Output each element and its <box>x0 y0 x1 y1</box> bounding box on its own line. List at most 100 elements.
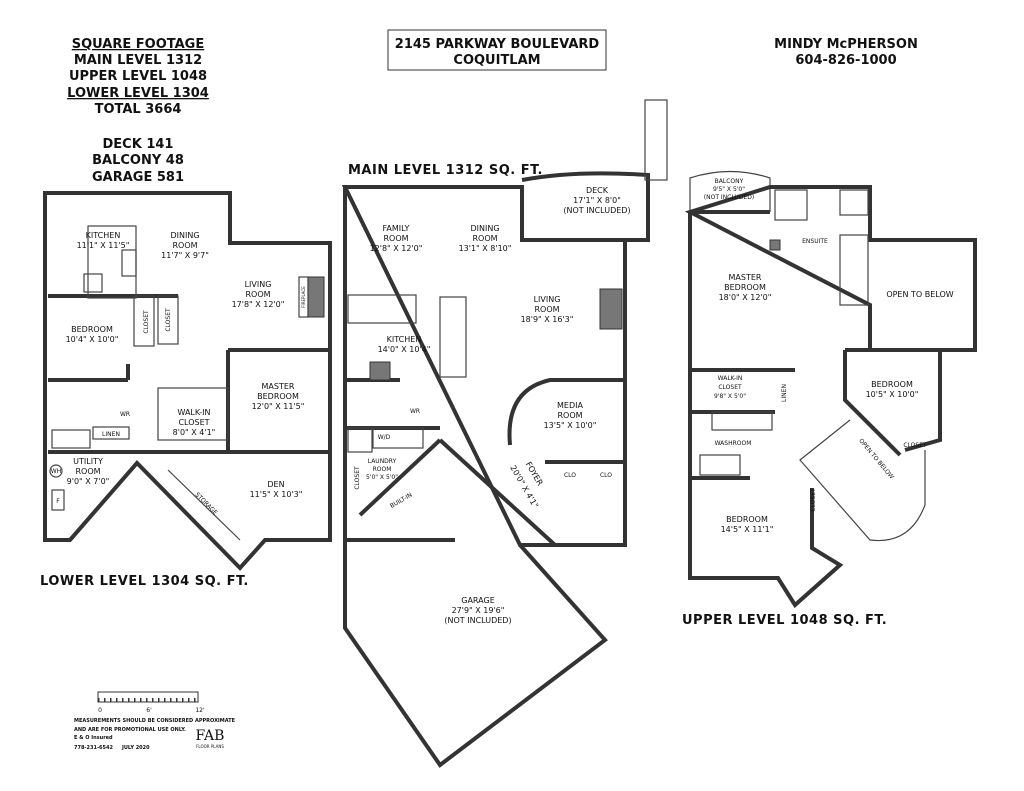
logo-subtext: FLOOR PLANS <box>196 744 224 749</box>
room-label: ROOM <box>472 234 497 243</box>
room-dims: 9'0" X 7'0" <box>67 477 110 486</box>
room-dims: 11'1" X 11'5" <box>77 241 130 250</box>
washer-dryer-label: W/D <box>378 434 391 441</box>
sqft-main: MAIN LEVEL 1312 <box>74 53 202 68</box>
room-label: WASHROOM <box>715 440 752 447</box>
room-dims: 18'9" X 16'3" <box>521 315 574 324</box>
room-dims: 9'8" X 5'0" <box>714 393 746 400</box>
room-label: CLOSET <box>718 384 742 391</box>
room-label: DEN <box>267 480 284 489</box>
closet-label: CLOSET <box>143 310 150 334</box>
closet-label: CLOSET <box>903 442 927 449</box>
room-label: OPEN TO BELOW <box>886 290 953 299</box>
water-heater-label: WH <box>51 468 61 475</box>
clo-label: CLO <box>564 472 576 479</box>
room-label: ENSUITE <box>802 238 828 245</box>
sqft-deck: DECK 141 <box>103 137 174 152</box>
room-dims: 17'8" X 12'0" <box>232 300 285 309</box>
room-label: KITCHEN <box>387 335 422 344</box>
room-label: UTILITY <box>73 457 103 466</box>
room-label: DINING <box>170 231 199 240</box>
room-label: BALCONY <box>715 178 744 185</box>
scale-label-12: 12' <box>195 707 205 714</box>
room-label: MASTER <box>729 273 762 282</box>
disclaimer-line1: MEASUREMENTS SHOULD BE CONSIDERED APPROX… <box>74 718 236 724</box>
footer-date: JULY 2020 <box>121 745 150 751</box>
room-label: LIVING <box>534 295 561 304</box>
linen-label: LINEN <box>102 431 120 438</box>
room-label: BEDROOM <box>71 325 113 334</box>
room-label: DECK <box>586 186 609 195</box>
room-note: (NOT INCLUDED) <box>704 194 754 201</box>
storage-label: STORAGE <box>193 491 218 516</box>
room-label: ROOM <box>373 466 392 473</box>
room-label: BEDROOM <box>726 515 768 524</box>
room-label: ROOM <box>534 305 559 314</box>
scale-bar: 0 6' 12' <box>97 691 205 714</box>
room-label: KITCHEN <box>86 231 121 240</box>
upper-level-title: UPPER LEVEL 1048 SQ. FT. <box>682 613 887 628</box>
room-dims: 11'7" X 9'7" <box>161 251 209 260</box>
logo-text: FAB <box>196 728 225 744</box>
fab-logo: FAB FLOOR PLANS <box>196 728 225 749</box>
disclaimer-line2: AND ARE FOR PROMOTIONAL USE ONLY. <box>74 727 186 733</box>
furnace-label: F <box>56 498 60 505</box>
scale-label-6: 6' <box>146 707 152 714</box>
wr-label: WR <box>410 408 420 415</box>
room-dims: 17'1" X 8'0" <box>573 196 621 205</box>
sqft-title: SQUARE FOOTAGE <box>72 37 205 52</box>
room-label: DINING <box>470 224 499 233</box>
room-dims: 12'8" X 12'0" <box>370 244 423 253</box>
room-dims: 9'5" X 5'0" <box>713 186 745 193</box>
room-label: WALK-IN <box>718 375 743 382</box>
room-label: WALK-IN <box>177 408 210 417</box>
main-level-plan: FAMILY ROOM 12'8" X 12'0" DINING ROOM 13… <box>341 99 668 768</box>
address-line1: 2145 PARKWAY BOULEVARD <box>395 37 600 52</box>
room-dims: 8'0" X 4'1" <box>173 428 216 437</box>
footer-phone: 778-231-6542 <box>74 745 113 751</box>
room-label: ROOM <box>245 290 270 299</box>
room-label: LIVING <box>245 280 272 289</box>
room-label: BEDROOM <box>871 380 913 389</box>
scale-label-0: 0 <box>98 707 102 714</box>
room-dims: 10'5" X 10'0" <box>866 390 919 399</box>
room-label: BEDROOM <box>257 392 299 401</box>
room-note: (NOT INCLUDED) <box>563 206 630 215</box>
sqft-total: TOTAL 3664 <box>95 102 182 117</box>
room-dims: 14'0" X 10'4" <box>378 345 431 354</box>
insured-note: E & O Insured <box>74 735 113 741</box>
square-footage-summary: SQUARE FOOTAGE MAIN LEVEL 1312 UPPER LEV… <box>67 37 209 185</box>
main-level-title: MAIN LEVEL 1312 SQ. FT. <box>348 163 543 178</box>
linen-label: LINEN <box>781 384 788 402</box>
upper-level-plan: BALCONY 9'5" X 5'0" (NOT INCLUDED) ENSUI… <box>682 170 977 628</box>
lower-level-title: LOWER LEVEL 1304 SQ. FT. <box>40 574 249 589</box>
room-label: MASTER <box>262 382 295 391</box>
clo-label: CLO <box>600 472 612 479</box>
room-note: (NOT INCLUDED) <box>444 616 511 625</box>
closet-label: CLOSET <box>165 308 172 332</box>
room-label: FAMILY <box>383 224 410 233</box>
sqft-lower: LOWER LEVEL 1304 <box>67 86 209 101</box>
wr-label: WR <box>120 411 130 418</box>
room-label: GARAGE <box>461 596 495 605</box>
room-dims: 13'1" X 8'10" <box>459 244 512 253</box>
room-label: LAUNDRY <box>368 458 397 465</box>
closet-label: CLOSET <box>810 488 817 512</box>
sqft-garage: GARAGE 581 <box>92 170 184 185</box>
room-dims: 18'0" X 12'0" <box>719 293 772 302</box>
sqft-upper: UPPER LEVEL 1048 <box>69 69 207 84</box>
room-dims: 13'5" X 10'0" <box>544 421 597 430</box>
address-line2: COQUITLAM <box>453 53 540 68</box>
built-in-label: BUILT-IN <box>389 492 414 510</box>
room-dims: 10'4" X 10'0" <box>66 335 119 344</box>
room-label: ROOM <box>172 241 197 250</box>
room-label: ROOM <box>383 234 408 243</box>
room-label: CLOSET <box>178 418 209 427</box>
closet-label: CLOSET <box>354 466 361 490</box>
room-dims: 11'5" X 10'3" <box>250 490 303 499</box>
room-dims: 27'9" X 19'6" <box>452 606 505 615</box>
sqft-balcony: BALCONY 48 <box>92 153 184 168</box>
room-dims: 14'5" X 11'1" <box>721 525 774 534</box>
room-dims: 5'0" X 5'0" <box>366 474 398 481</box>
